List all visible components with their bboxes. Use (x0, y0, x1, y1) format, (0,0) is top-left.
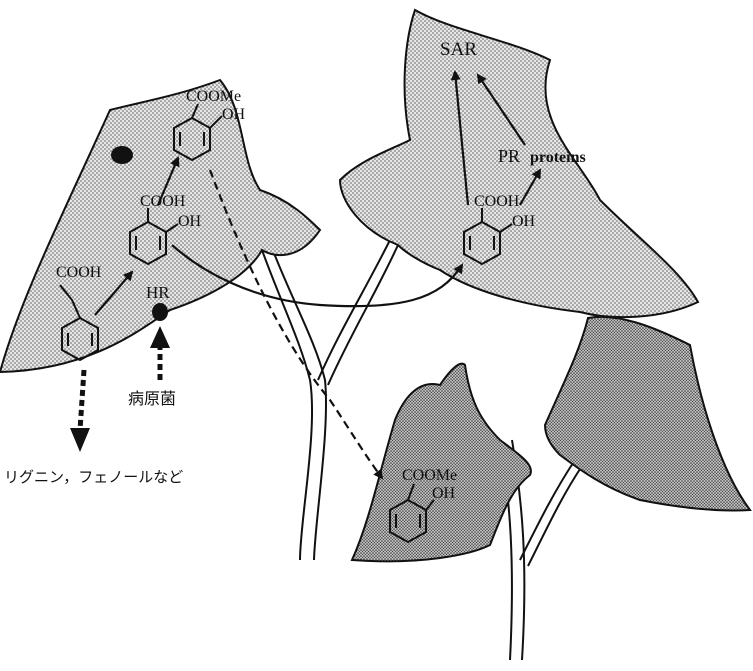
label-mesa-top-oh: OH (222, 106, 246, 123)
label-mesa-bottom-coome: COOMe (402, 467, 457, 484)
arrowhead-lignin (70, 428, 90, 452)
label-sa-right-cooh: COOH (474, 193, 520, 210)
label-pathogen: 病原菌 (128, 389, 176, 408)
spot-black-dot (111, 146, 133, 164)
label-sa-left-cooh: COOH (140, 193, 186, 210)
label-hr: HR (146, 283, 170, 302)
label-mesa-bottom-oh: OH (432, 485, 456, 502)
thick-arrows (80, 345, 160, 430)
stem-lower-branch-b (528, 466, 582, 566)
leaf-lower-middle (352, 364, 531, 562)
label-lignin-phenol: リグニン，フェノールなど (4, 468, 183, 486)
label-mesa-top-cooме: COOMe (186, 88, 241, 105)
label-pr: PR (498, 146, 520, 166)
hr-lesion-dot (152, 303, 168, 321)
stem-mid-a (318, 240, 390, 380)
arrowhead-hr (150, 326, 170, 348)
leaf-lower-right (545, 317, 750, 511)
stem-mid-b (328, 245, 398, 385)
label-proteins: proteins (530, 149, 586, 166)
label-sa-left-oh: OH (178, 213, 202, 230)
label-cinnamic-cooh: COOH (56, 264, 102, 281)
arrow-to-lignin (80, 370, 84, 430)
label-sa-right-oh: OH (512, 213, 536, 230)
label-sar: SAR (440, 39, 477, 60)
